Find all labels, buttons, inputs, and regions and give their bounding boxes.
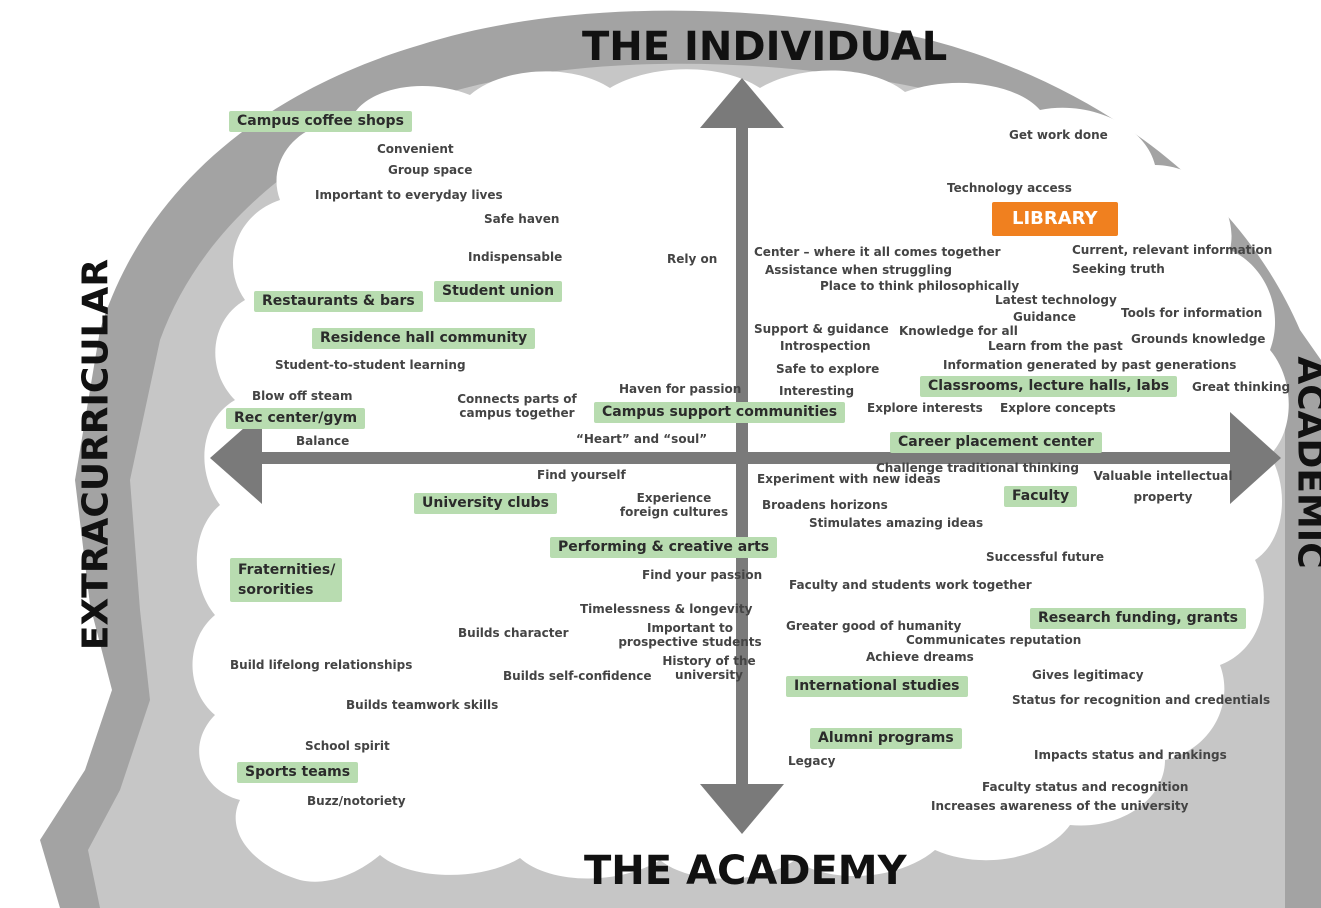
label-campus-support: Campus support communities xyxy=(594,402,846,423)
term: Technology access xyxy=(947,181,1072,195)
axis-title-left: EXTRACURRICULAR xyxy=(75,258,117,651)
term: “Heart” and “soul” xyxy=(576,432,708,446)
term: Rely on xyxy=(667,252,718,266)
term: School spirit xyxy=(305,739,390,753)
label-alumni-programs: Alumni programs xyxy=(810,728,962,749)
term: Student-to-student learning xyxy=(275,358,466,372)
label-career-placement: Career placement center xyxy=(890,432,1102,453)
term: Greater good of humanity xyxy=(786,619,962,633)
term: Get work done xyxy=(1009,128,1108,142)
term: Indispensable xyxy=(468,250,563,264)
term: Faculty status and recognition xyxy=(982,780,1189,794)
term: Convenient xyxy=(377,142,454,156)
axis-title-bottom: THE ACADEMY xyxy=(584,848,907,894)
label-university-clubs: University clubs xyxy=(414,493,557,514)
library-label: LIBRARY xyxy=(992,202,1118,236)
label-faculty: Faculty xyxy=(1004,486,1078,507)
axis-title-top: THE INDIVIDUAL xyxy=(582,24,948,70)
term: Interesting xyxy=(779,384,855,398)
term: Connects parts of campus together xyxy=(457,392,577,420)
term: Find your passion xyxy=(642,568,763,582)
term: Gives legitimacy xyxy=(1032,668,1144,682)
label-residence-hall: Residence hall community xyxy=(312,328,536,349)
label-rec-center: Rec center/gym xyxy=(226,408,366,429)
term: Experience foreign cultures xyxy=(619,491,729,519)
term: Knowledge for all xyxy=(899,324,1018,338)
term: Successful future xyxy=(986,550,1104,564)
label-classrooms: Classrooms, lecture halls, labs xyxy=(920,376,1178,397)
term: Center – where it all comes together xyxy=(754,245,1001,259)
term: Timelessness & longevity xyxy=(580,602,753,616)
term: Stimulates amazing ideas xyxy=(809,516,984,530)
term: Haven for passion xyxy=(619,382,742,396)
term: Builds self-confidence xyxy=(503,669,652,683)
axis-title-right: ACADEMIC xyxy=(1289,356,1321,569)
term: Explore interests xyxy=(867,401,983,415)
term: Balance xyxy=(296,434,350,448)
term: Safe haven xyxy=(484,212,560,226)
term: Important to everyday lives xyxy=(315,188,503,202)
term: Information generated by past generation… xyxy=(943,358,1237,372)
label-campus-coffee-shops: Campus coffee shops xyxy=(229,111,412,132)
term: Great thinking xyxy=(1192,380,1291,394)
term: Broadens horizons xyxy=(762,498,888,512)
label-sports-teams: Sports teams xyxy=(237,762,359,783)
term: Builds teamwork skills xyxy=(346,698,499,712)
term: History of the university xyxy=(662,654,756,682)
term: Group space xyxy=(388,163,473,177)
term: Status for recognition and credentials xyxy=(1012,693,1271,707)
term: Experiment with new ideas xyxy=(757,472,941,486)
term: Legacy xyxy=(788,754,836,768)
term: Important to prospective students xyxy=(618,621,762,649)
horizontal-axis-arrow xyxy=(210,412,1281,504)
term: Explore concepts xyxy=(1000,401,1116,415)
term: Current, relevant information xyxy=(1072,243,1273,257)
term: Safe to explore xyxy=(776,362,880,376)
term: Learn from the past xyxy=(988,339,1123,353)
label-fraternities: Fraternities/ sororities xyxy=(230,558,342,602)
label-research-funding: Research funding, grants xyxy=(1030,608,1246,629)
term: Place to think philosophically xyxy=(820,279,1020,293)
term: Builds character xyxy=(458,626,569,640)
term: Buzz/notoriety xyxy=(307,794,406,808)
term: Assistance when struggling xyxy=(765,263,953,277)
term: Support & guidance xyxy=(754,322,889,336)
term: Find yourself xyxy=(537,468,626,482)
term: Seeking truth xyxy=(1072,262,1165,276)
term: Guidance xyxy=(1013,310,1076,324)
label-international-studies: International studies xyxy=(786,676,968,697)
term: Communicates reputation xyxy=(906,633,1082,647)
term: Latest technology xyxy=(995,293,1117,307)
term: Introspection xyxy=(780,339,871,353)
label-student-union: Student union xyxy=(434,281,563,302)
term: Grounds knowledge xyxy=(1131,332,1266,346)
term: Build lifelong relationships xyxy=(230,658,413,672)
label-performing-arts: Performing & creative arts xyxy=(550,537,778,558)
term: Valuable intellectual property xyxy=(1093,469,1233,504)
term: Increases awareness of the university xyxy=(931,799,1189,813)
term: Tools for information xyxy=(1121,306,1263,320)
term: Faculty and students work together xyxy=(789,578,1032,592)
term: Challenge traditional thinking xyxy=(876,461,1079,475)
term: Impacts status and rankings xyxy=(1034,748,1227,762)
label-restaurants-bars: Restaurants & bars xyxy=(254,291,423,312)
term: Achieve dreams xyxy=(866,650,974,664)
term: Blow off steam xyxy=(252,389,353,403)
